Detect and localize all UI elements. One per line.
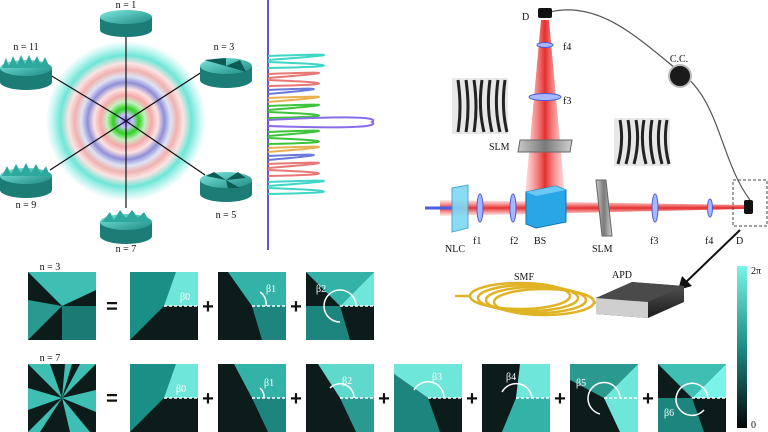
vertical-beam [524,20,566,208]
row2-tile-beta6 [658,364,726,432]
row2-tile-beta0 [130,364,198,432]
phase-plate-n3 [200,58,252,88]
detector-zoom-box [732,179,768,227]
horizontal-beam [440,200,745,216]
fiber-cable [549,9,751,201]
slm-right [595,179,613,237]
optical-setup: D f4 f3 C.C. SLM NLC f1 f2 BS SLM f3 f4 … [425,8,768,318]
label-slm-bottom: SLM [592,244,613,255]
label-nlc: NLC [445,244,465,255]
phase-tile-n7 [28,364,96,432]
beta-6-label: β6 [664,408,674,419]
decomposition-row-n3: n = 3 = β0 + β1 + [28,262,374,340]
lens-f1 [476,193,484,223]
beta-1-label: β1 [264,378,274,389]
fiber-coil-smf [455,281,606,317]
spoke-n3 [125,69,206,122]
spoke-n5 [125,120,206,176]
slm-pattern-top [452,78,509,134]
plus-sign: + [642,388,654,410]
row2-tile-beta3 [394,364,462,432]
beta-2-label: β2 [316,284,326,295]
arrow-to-apd [683,229,741,285]
plus-sign: + [202,388,214,410]
phase-tile-n3 [28,272,96,340]
slm-pattern-right [614,118,671,166]
beta-4-label: β4 [506,372,516,383]
plus-sign: + [290,296,302,318]
beam-splitter [525,185,567,229]
phase-plate-n5 [200,172,252,202]
lens-f4-top [536,42,554,48]
slm-top [517,139,573,153]
plus-sign: + [466,388,478,410]
plus-sign: + [202,296,214,318]
phase-plate-n9 [0,163,52,198]
label-f2: f2 [510,236,518,247]
nlc-crystal [451,184,469,233]
label-n11: n = 11 [13,42,38,53]
label-n7: n = 7 [116,244,137,255]
label-f4-top: f4 [563,42,571,53]
colorbar-gradient [737,266,747,428]
label-d-top: D [522,12,529,23]
phase-plate-n7 [100,210,152,244]
label-n5: n = 5 [216,210,237,221]
label-slm-top: SLM [489,142,510,153]
label-apd: APD [612,270,632,281]
label-bs: BS [534,236,546,247]
colorbar: 2π 0 [737,266,761,431]
plus-sign: + [554,388,566,410]
label-n9: n = 9 [16,200,37,211]
row2-tile-beta5 [570,364,638,432]
row1-tile-beta1 [218,272,286,340]
decomposition-row-n7: n = 7 = β0 + β1 + β2 [28,353,726,432]
phase-plate-n11 [0,55,52,90]
apd-box [596,282,684,318]
beta-5-label: β5 [576,378,586,389]
coincidence-counter-icon [668,64,692,88]
beta-0-label: β0 [180,292,190,303]
label-cc: C.C. [670,54,688,65]
lens-f4-bottom [707,198,713,218]
phase-plate-n1 [100,10,152,37]
row-label-n7: n = 7 [40,353,61,364]
label-f4-bottom: f4 [705,236,713,247]
equals-sign: = [106,296,118,318]
detector-top-icon [538,8,552,18]
row2-tile-beta1 [218,364,286,432]
row1-tile-beta2 [306,272,374,340]
label-smf: SMF [514,272,534,283]
label-f3-top: f3 [563,96,571,107]
spoke-n9 [49,120,127,171]
equals-sign: = [106,388,118,410]
ring-pattern [46,32,206,208]
beta-0-label: β0 [176,384,186,395]
label-d-bottom: D [736,236,743,247]
colorbar-min-label: 0 [751,420,756,431]
beta-3-label: β3 [432,372,442,383]
beta-2-label: β2 [342,376,352,387]
detector-bottom-icon [744,200,753,214]
label-n1: n = 1 [116,0,137,11]
row1-tile-beta0 [130,272,198,340]
spectrum-plot [267,0,375,250]
spoke-n11 [49,74,127,122]
lens-f3-bottom [651,193,659,223]
label-f3-bottom: f3 [650,236,658,247]
row2-tile-beta4 [482,364,550,432]
label-n3: n = 3 [214,42,235,53]
colorbar-max-label: 2π [751,266,761,277]
plus-sign: + [378,388,390,410]
beta-1-label: β1 [266,284,276,295]
lens-f3-top [528,93,562,101]
plus-sign: + [290,388,302,410]
label-f1: f1 [473,236,481,247]
row-label-n3: n = 3 [40,262,61,273]
row2-tile-beta2 [306,364,374,432]
lens-f2 [509,193,517,223]
